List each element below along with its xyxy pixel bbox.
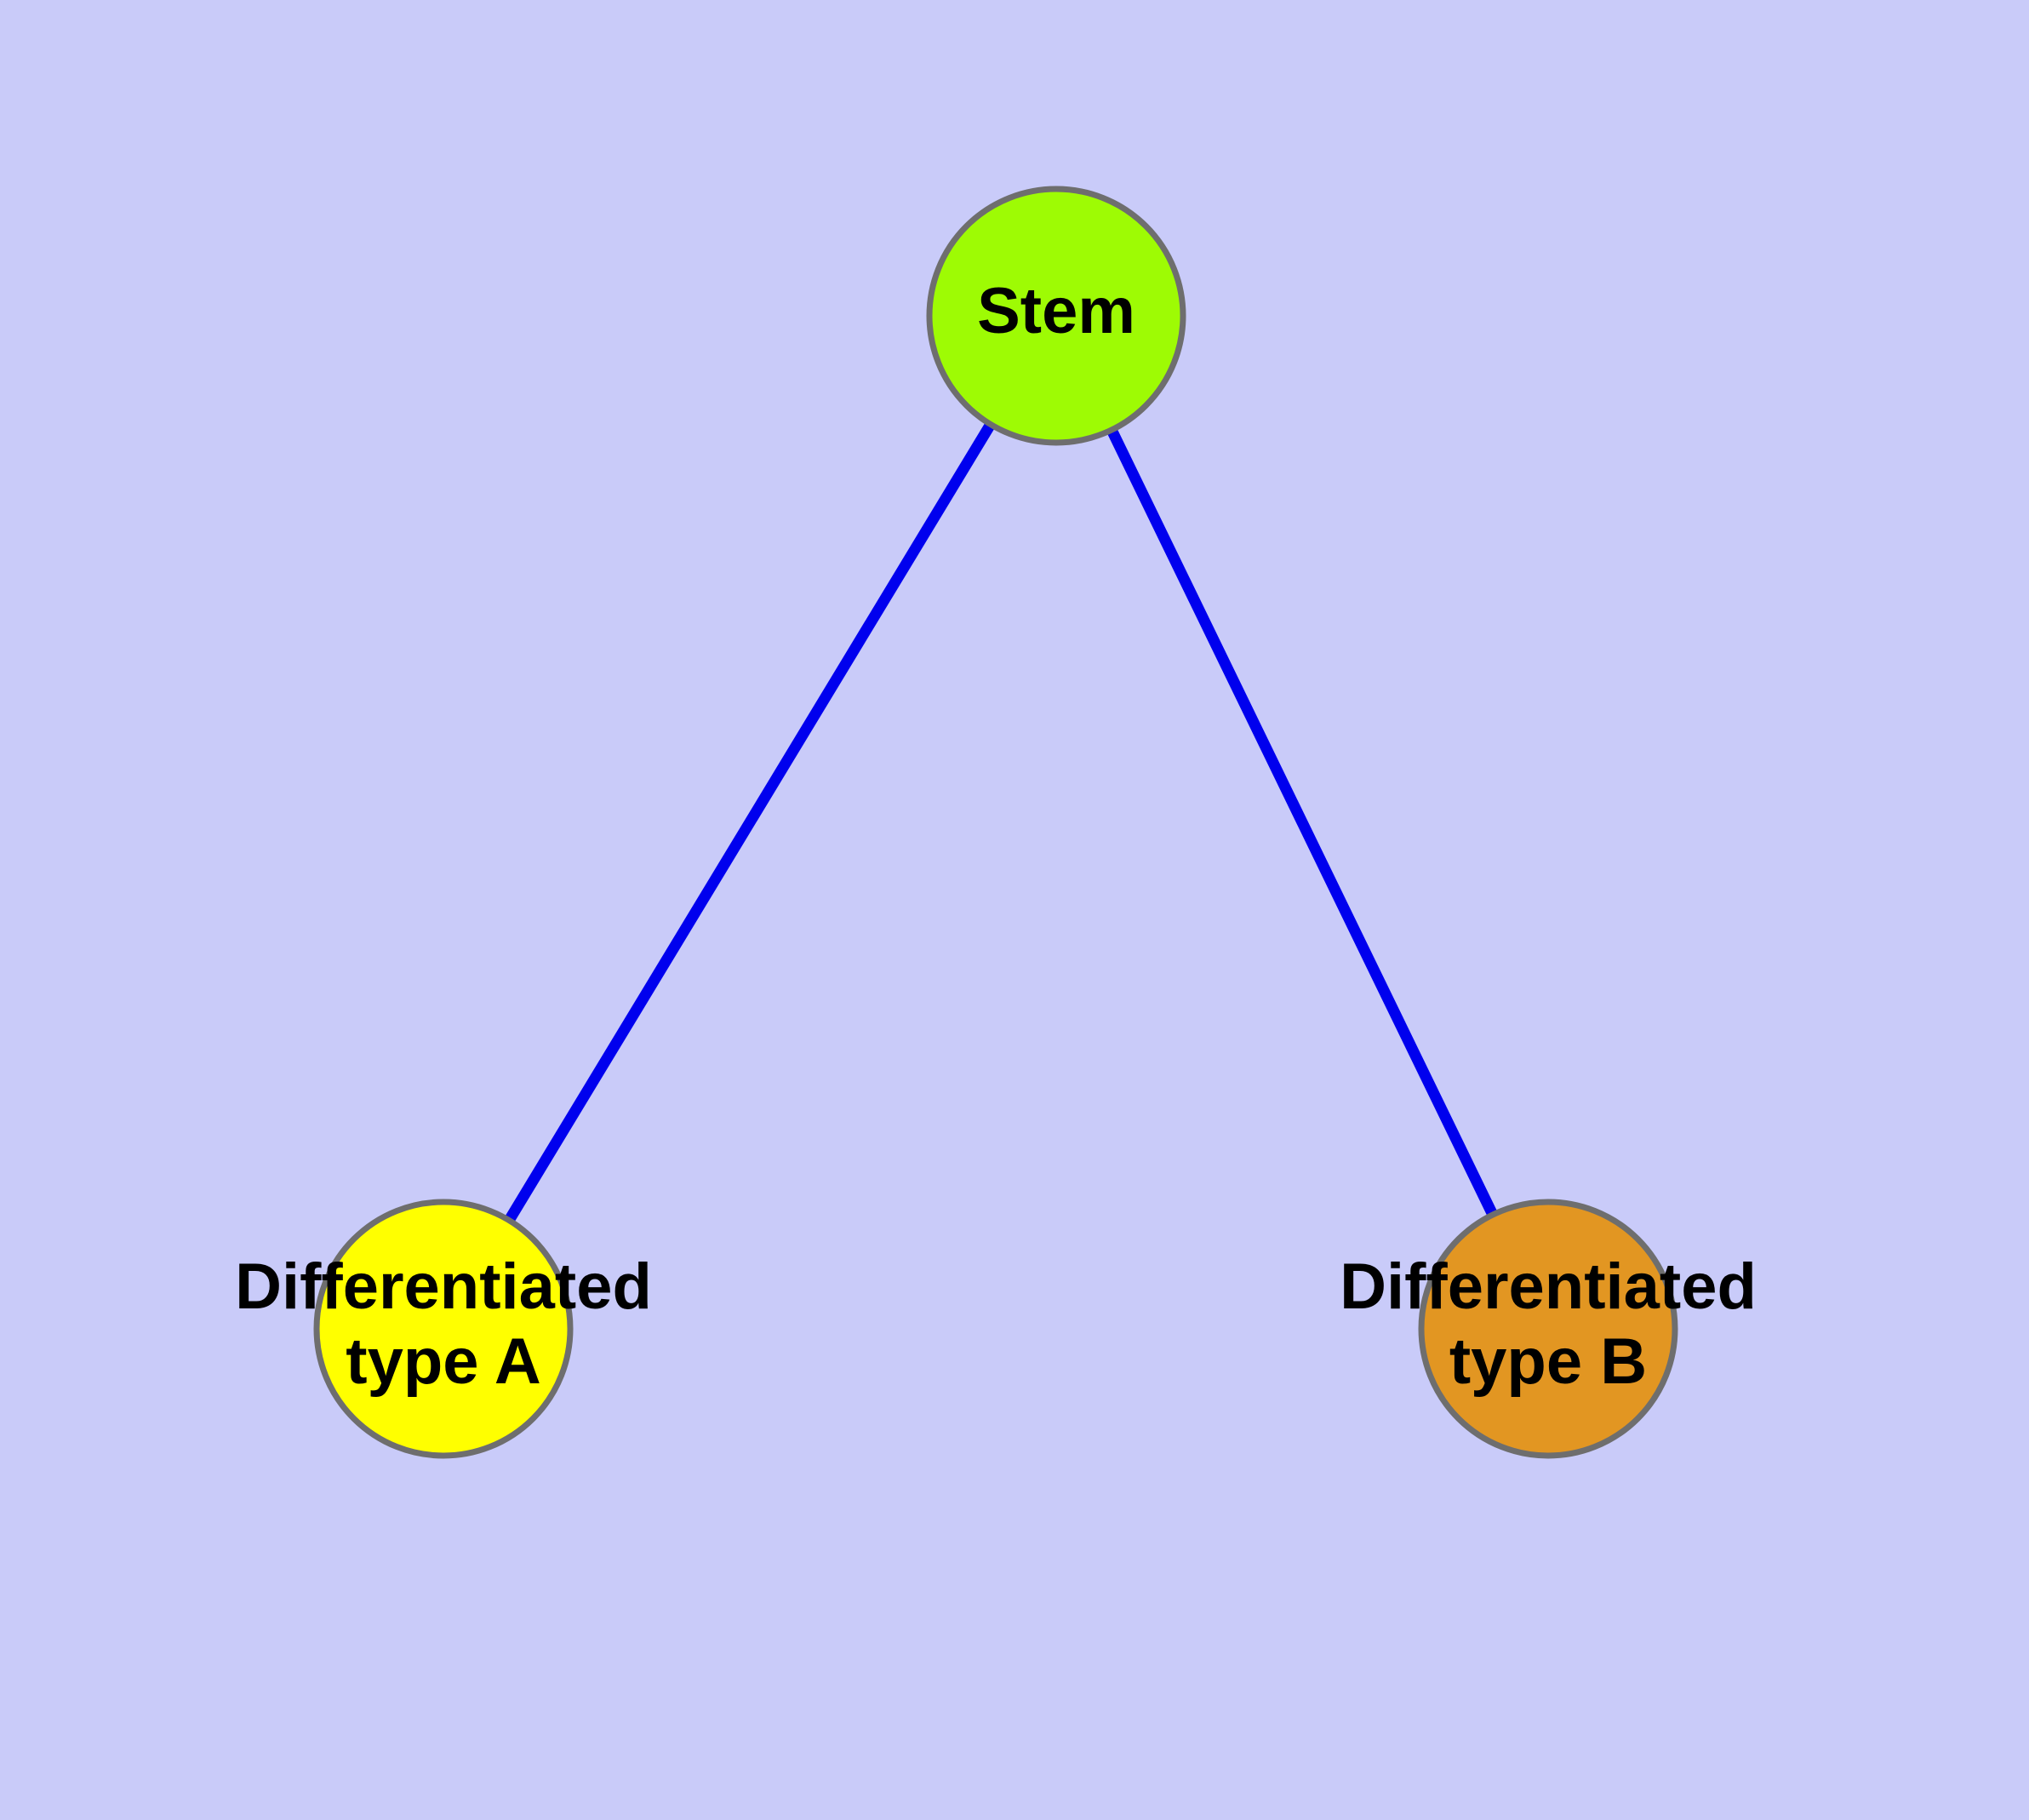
- nodes-layer: [313, 186, 1678, 1459]
- node-label-line: type A: [346, 1325, 540, 1398]
- node-stem[interactable]: [926, 186, 1186, 446]
- node-label-line: Stem: [977, 275, 1135, 347]
- node-differentiated-type-b[interactable]: [1418, 1199, 1678, 1459]
- node-differentiated-type-a[interactable]: [313, 1199, 574, 1459]
- node-label-stem: Stem: [977, 275, 1135, 347]
- node-label-line: type B: [1449, 1325, 1647, 1398]
- edge-stem-to-differentiated-type-a[interactable]: [438, 312, 1061, 1332]
- edge-stem-to-differentiated-type-b[interactable]: [1051, 313, 1553, 1331]
- edges-layer: [438, 312, 1553, 1332]
- node-label-line: Differentiated: [1340, 1251, 1757, 1323]
- node-label-line: Differentiated: [235, 1251, 652, 1323]
